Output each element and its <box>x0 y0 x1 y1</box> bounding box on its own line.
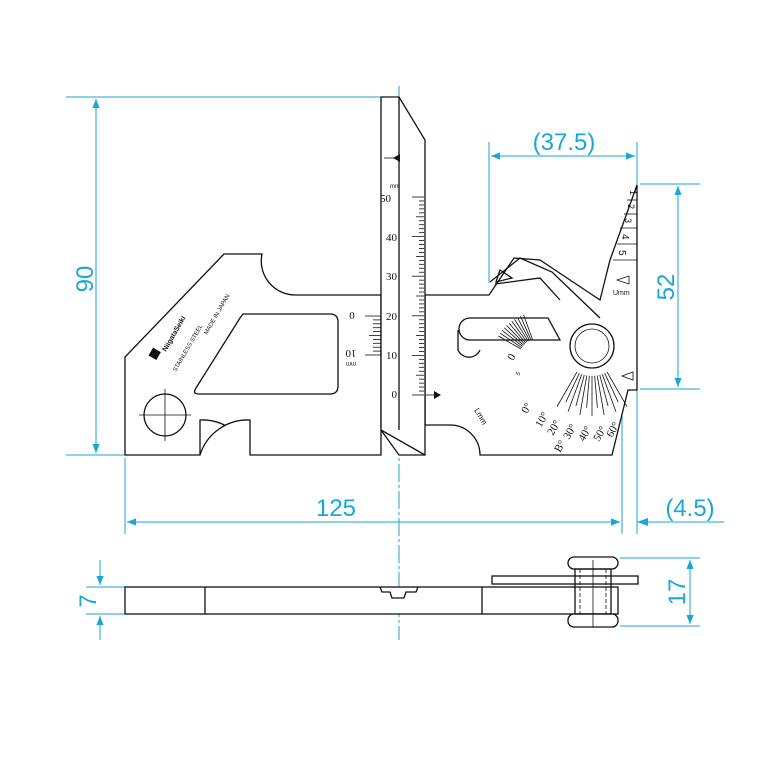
dimension-7: 7 <box>75 560 104 640</box>
angle-tick <box>586 375 590 408</box>
fillet-tick <box>504 327 524 346</box>
inner-window <box>193 313 339 395</box>
slot <box>458 317 562 341</box>
dim-52-label: 52 <box>653 274 680 301</box>
dim-90-label: 90 <box>72 266 99 293</box>
dim-4-5-label: (4.5) <box>665 495 714 522</box>
angle-tick <box>606 371 628 407</box>
undercut-2: 2 <box>626 204 636 209</box>
scale-tick-20: 20 <box>386 311 398 323</box>
small-scale-ten: 10 <box>345 347 357 359</box>
scale-unit: mm <box>390 184 400 190</box>
scale-tick-30: 30 <box>386 271 398 283</box>
angle-label: B° <box>552 438 568 454</box>
dim-17-label: 17 <box>664 579 691 606</box>
fillet-tick <box>514 319 529 342</box>
fillet-tick <box>501 330 523 347</box>
angle-tick <box>599 374 609 406</box>
undercut-1: 1 <box>628 190 638 195</box>
scale-tick-50: 50 <box>380 193 392 205</box>
angle-tick <box>575 374 585 406</box>
side-view <box>124 556 639 628</box>
sliding-scale: mm 50 40 30 20 10 0 <box>380 96 441 456</box>
fillet-tick <box>499 332 522 349</box>
small-scale-zero: 0 <box>349 310 355 322</box>
undercut-4: 4 <box>619 234 630 240</box>
dimension-125: 125 <box>127 495 620 526</box>
fillet-tick <box>508 322 527 344</box>
angle-tick <box>596 375 605 416</box>
fillet-five: 5 <box>516 371 523 377</box>
dimension-37-5: (37.5) <box>491 129 635 160</box>
fillet-scale: 0 5 Lmm <box>472 314 533 427</box>
dim-125-label: 125 <box>316 495 356 522</box>
angle-tick <box>604 373 619 403</box>
dimension-90: 90 <box>72 99 100 453</box>
undercut-scale: 1 2 3 4 5 Umm <box>613 190 638 381</box>
undercut-unit: Umm <box>613 290 630 297</box>
dimension-52: 52 <box>653 186 682 387</box>
angle-tick <box>601 374 617 412</box>
angle-tick <box>594 375 598 408</box>
fillet-tick <box>511 320 528 343</box>
fillet-tick <box>517 317 531 341</box>
fillet-zero: 0 <box>505 351 518 362</box>
scale-tick-40: 40 <box>386 232 398 244</box>
fillet-tick <box>506 325 526 345</box>
angle-tick <box>556 371 578 407</box>
mounting-hole <box>139 389 191 441</box>
scale-tick-10: 10 <box>386 350 398 362</box>
undercut-5: 5 <box>616 250 627 256</box>
fillet-tick <box>520 315 532 341</box>
angle-tick <box>565 373 580 403</box>
scale-ticks <box>412 196 424 396</box>
small-scale-unit: mm <box>346 360 356 366</box>
undercut-3: 3 <box>623 218 633 223</box>
small-scale: 0 10 mm <box>345 310 381 366</box>
pivot-knob <box>569 323 615 369</box>
dimension-17: 17 <box>664 560 694 624</box>
dim-37-5-label: (37.5) <box>533 129 596 156</box>
dimension-4-5: (4.5) <box>604 495 724 526</box>
scale-tick-0: 0 <box>392 389 398 401</box>
fillet-tick <box>498 335 522 350</box>
angle-tick <box>567 374 583 412</box>
fillet-tick <box>523 314 533 340</box>
angle-tick <box>579 375 588 416</box>
dim-7-label: 7 <box>75 594 102 607</box>
gauge-body <box>124 184 638 456</box>
